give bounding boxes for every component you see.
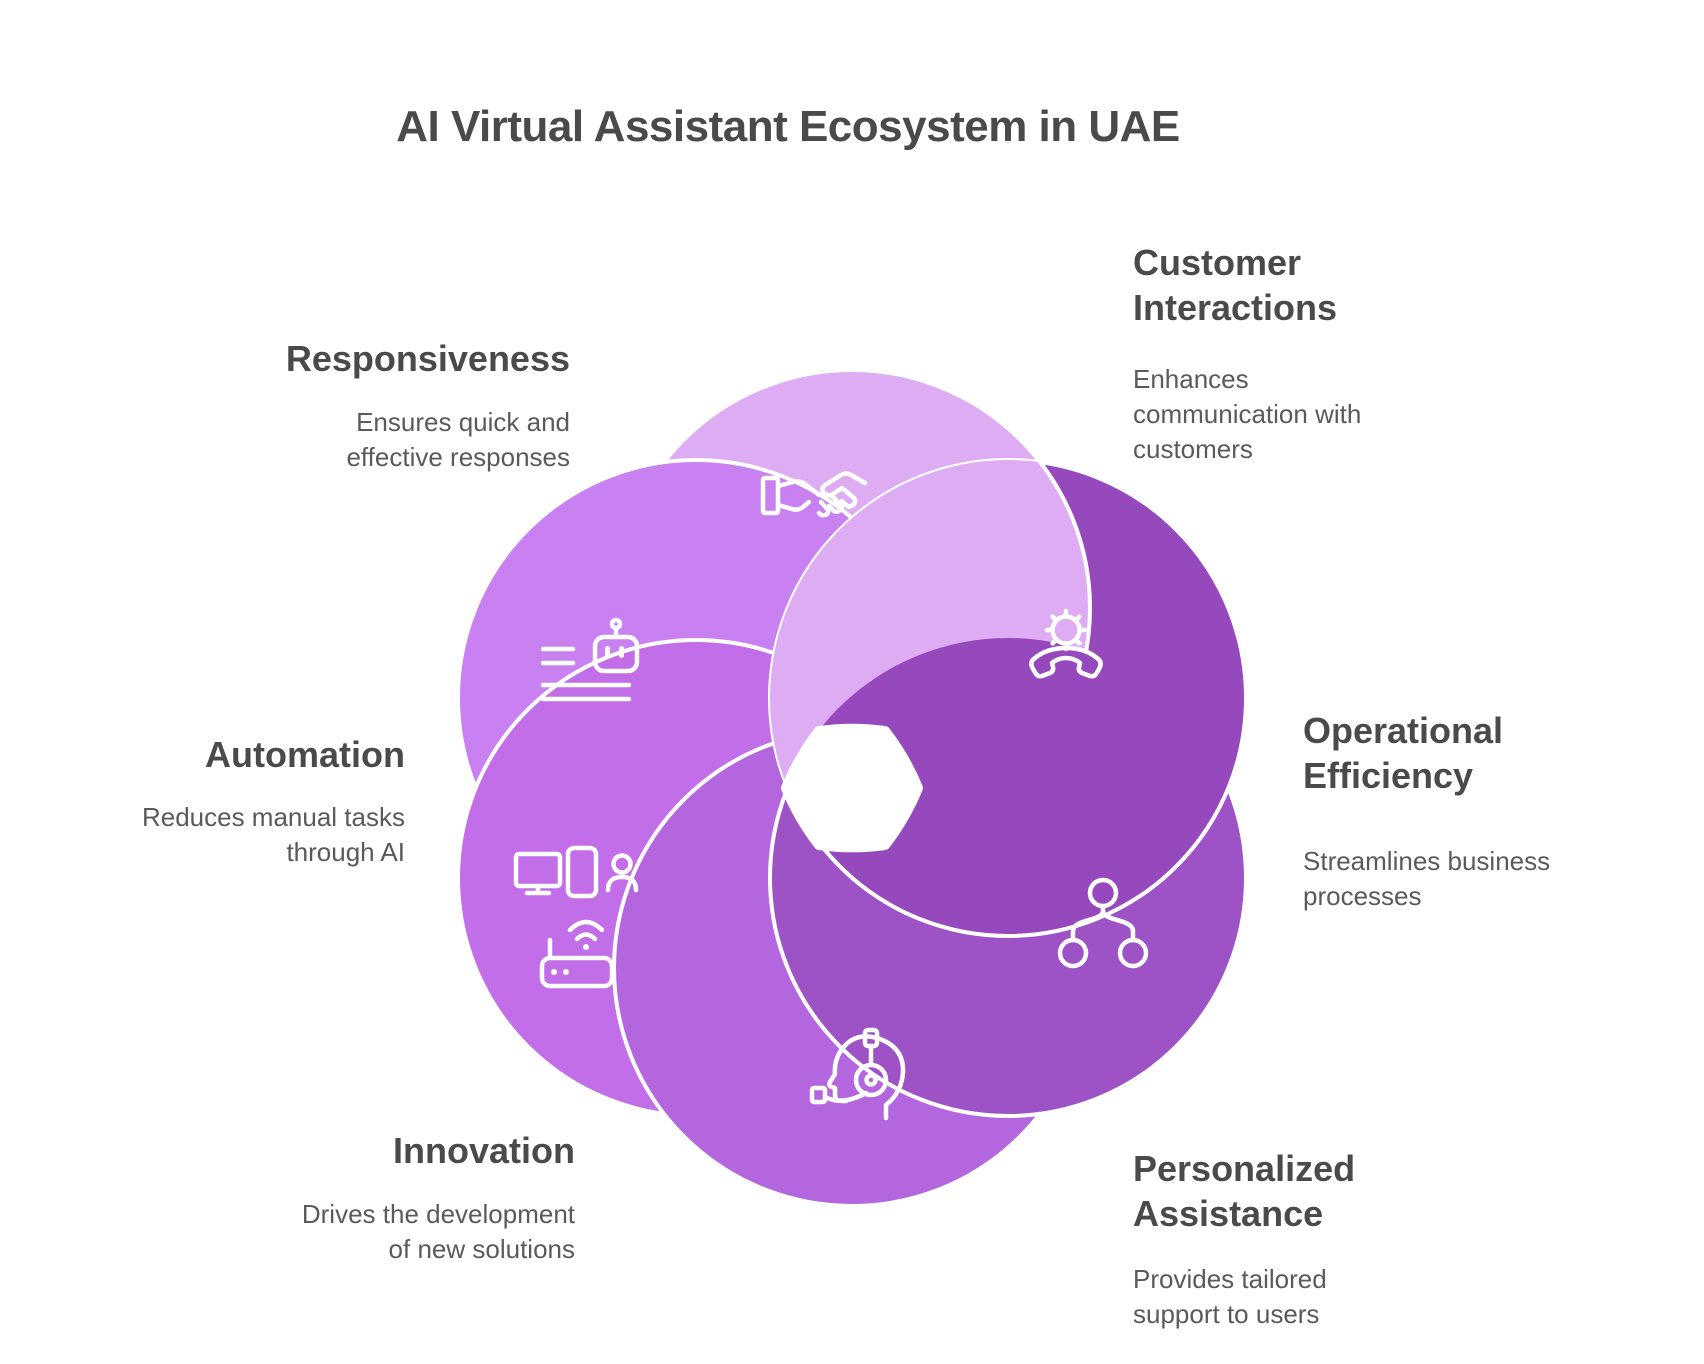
innovation-heading: Innovation	[393, 1130, 575, 1171]
personalized-assistance-heading: Personalized Assistance	[1133, 1148, 1356, 1234]
center-hub	[781, 723, 923, 853]
customer-interactions-heading: Customer Interactions	[1133, 242, 1338, 328]
chatbot-icon	[540, 617, 640, 702]
network-nodes-icon	[1057, 877, 1149, 969]
handshake-icon	[760, 471, 868, 518]
responsiveness-description: Ensures quick and effective responses	[346, 407, 570, 472]
automation-heading: Automation	[205, 734, 405, 775]
label-innovation: Innovation Drives the development of new…	[302, 1128, 575, 1267]
label-responsiveness: Responsiveness Ensures quick and effecti…	[286, 336, 570, 475]
operational-efficiency-heading: Operational Efficiency	[1303, 710, 1504, 796]
devices-icon	[513, 845, 639, 989]
responsiveness-heading: Responsiveness	[285, 338, 570, 379]
customer-interactions-description: Enhances communication with customers	[1133, 364, 1362, 464]
label-customer-interactions: Customer Interactions Enhances communica…	[1133, 240, 1361, 467]
label-personalized-assistance: Personalized Assistance Provides tailore…	[1133, 1146, 1355, 1332]
gear-handset-icon	[1029, 608, 1103, 679]
label-operational-efficiency: Operational Efficiency Streamlines busin…	[1303, 708, 1550, 914]
innovation-description: Drives the development of new solutions	[301, 1199, 575, 1264]
support-agent-icon	[809, 1027, 906, 1121]
automation-description: Reduces manual tasks through AI	[141, 802, 405, 867]
label-automation: Automation Reduces manual tasks through …	[142, 732, 405, 870]
personalized-assistance-description: Provides tailored support to users	[1133, 1264, 1327, 1329]
operational-efficiency-description: Streamlines business processes	[1303, 846, 1551, 911]
page-title: AI Virtual Assistant Ecosystem in UAE	[396, 102, 1180, 151]
